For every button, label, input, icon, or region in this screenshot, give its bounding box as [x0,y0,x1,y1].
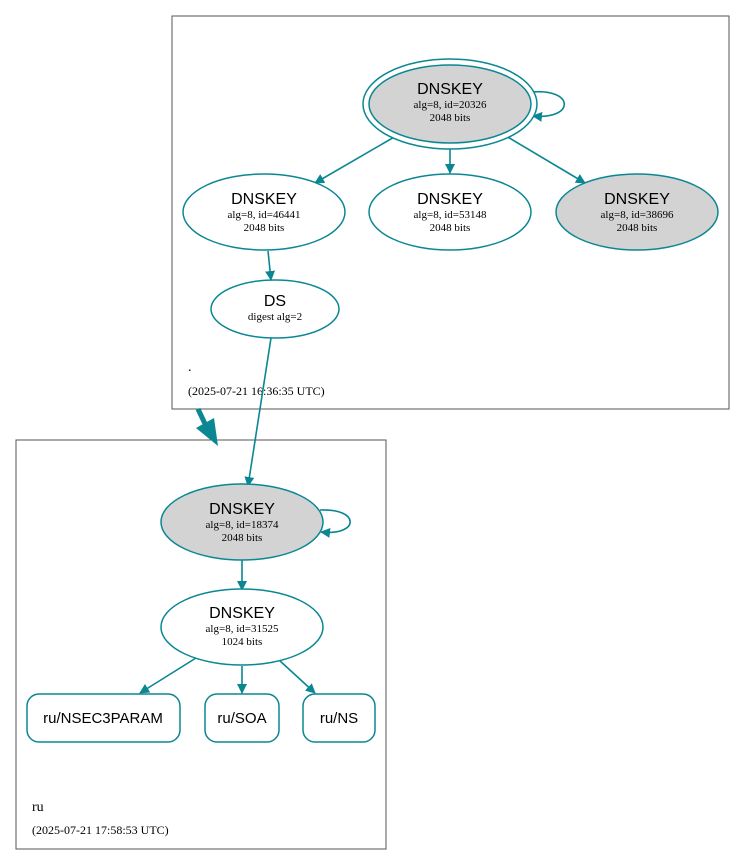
dnskey-node-53148: DNSKEY alg=8, id=53148 2048 bits [368,173,532,251]
rrset-ns-box [302,693,376,743]
rrset-nsec3param-box [26,693,181,743]
edge-ru-ksk-self [319,509,351,538]
dnskey-node-31525: DNSKEY alg=8, id=31525 1024 bits [160,588,324,666]
edge-46441-to-ds [265,250,276,281]
ds-node: DS digest alg=2 [210,279,340,339]
zone-root-name: . [188,360,192,375]
dnskey-node-31525-bits: 1024 bits [222,636,263,648]
dnskey-node-20326: DNSKEY alg=8, id=20326 2048 bits [362,58,538,150]
dnskey-node-18374-type: DNSKEY [209,501,275,518]
rrset-ns: ru/NS [302,693,376,743]
dnskey-node-31525-alg: alg=8, id=31525 [206,623,279,635]
dnskey-node-31525-type: DNSKEY [209,605,275,622]
dnskey-node-20326-bits: 2048 bits [430,112,471,124]
dnskey-node-18374: DNSKEY alg=8, id=18374 2048 bits [160,483,324,561]
rrset-nsec3param-label: ru/NSEC3PARAM [43,710,163,727]
edge-ksk-to-46441 [314,135,397,184]
dnskey-node-46441: DNSKEY alg=8, id=46441 2048 bits [182,173,346,251]
rrset-soa-label: ru/SOA [217,710,266,727]
dnskey-node-46441-shape [182,173,346,251]
dnskey-node-38696-type: DNSKEY [604,191,670,208]
edge-ksk-to-38696 [505,135,586,184]
edge-zsk-to-ns [278,659,316,694]
dnskey-node-38696-alg: alg=8, id=38696 [601,209,674,221]
ds-node-shape [210,279,340,339]
dnskey-node-20326-alg: alg=8, id=20326 [414,99,487,111]
rrset-nsec3param: ru/NSEC3PARAM [26,693,181,743]
rrset-soa: ru/SOA [204,693,280,743]
dnskey-node-53148-bits: 2048 bits [430,222,471,234]
zone-ru: ru (2025-07-21 17:58:53 UTC) [15,439,387,850]
delegation-arrow-head [196,418,218,446]
rrset-ns-label: ru/NS [320,710,358,727]
dnskey-node-20326-inner [368,64,532,144]
delegation-arrow [195,407,218,446]
zone-root-timestamp: (2025-07-21 16:36:35 UTC) [188,384,325,398]
dnskey-node-18374-alg: alg=8, id=18374 [206,519,279,531]
dnskey-node-46441-type: DNSKEY [231,191,297,208]
dnskey-node-38696: DNSKEY alg=8, id=38696 2048 bits [555,173,719,251]
ds-node-digest: digest alg=2 [248,311,302,323]
zone-root-border [171,15,730,410]
edge-ds-to-ru-ksk [244,337,272,487]
zone-ru-timestamp: (2025-07-21 17:58:53 UTC) [32,823,169,837]
dnskey-node-38696-bits: 2048 bits [617,222,658,234]
dnskey-node-53148-shape [368,173,532,251]
ds-node-type: DS [264,293,286,310]
dnskey-node-38696-shape [555,173,719,251]
dnskey-node-20326-type: DNSKEY [417,81,483,98]
dnskey-node-31525-shape [160,588,324,666]
rrset-soa-box [204,693,280,743]
zone-ru-border [15,439,387,850]
dnskey-node-46441-bits: 2048 bits [244,222,285,234]
edge-zsk-to-nsec3param [139,657,197,694]
dnskey-node-46441-alg: alg=8, id=46441 [228,209,301,221]
zone-root: . (2025-07-21 16:36:35 UTC) [171,15,730,410]
edge-root-ksk-self [530,90,565,122]
dnskey-node-18374-bits: 2048 bits [222,532,263,544]
dnskey-node-53148-type: DNSKEY [417,191,483,208]
edges [139,90,586,694]
dnskey-node-53148-alg: alg=8, id=53148 [414,209,487,221]
dnskey-node-18374-shape [160,483,324,561]
zone-ru-name: ru [32,800,44,815]
